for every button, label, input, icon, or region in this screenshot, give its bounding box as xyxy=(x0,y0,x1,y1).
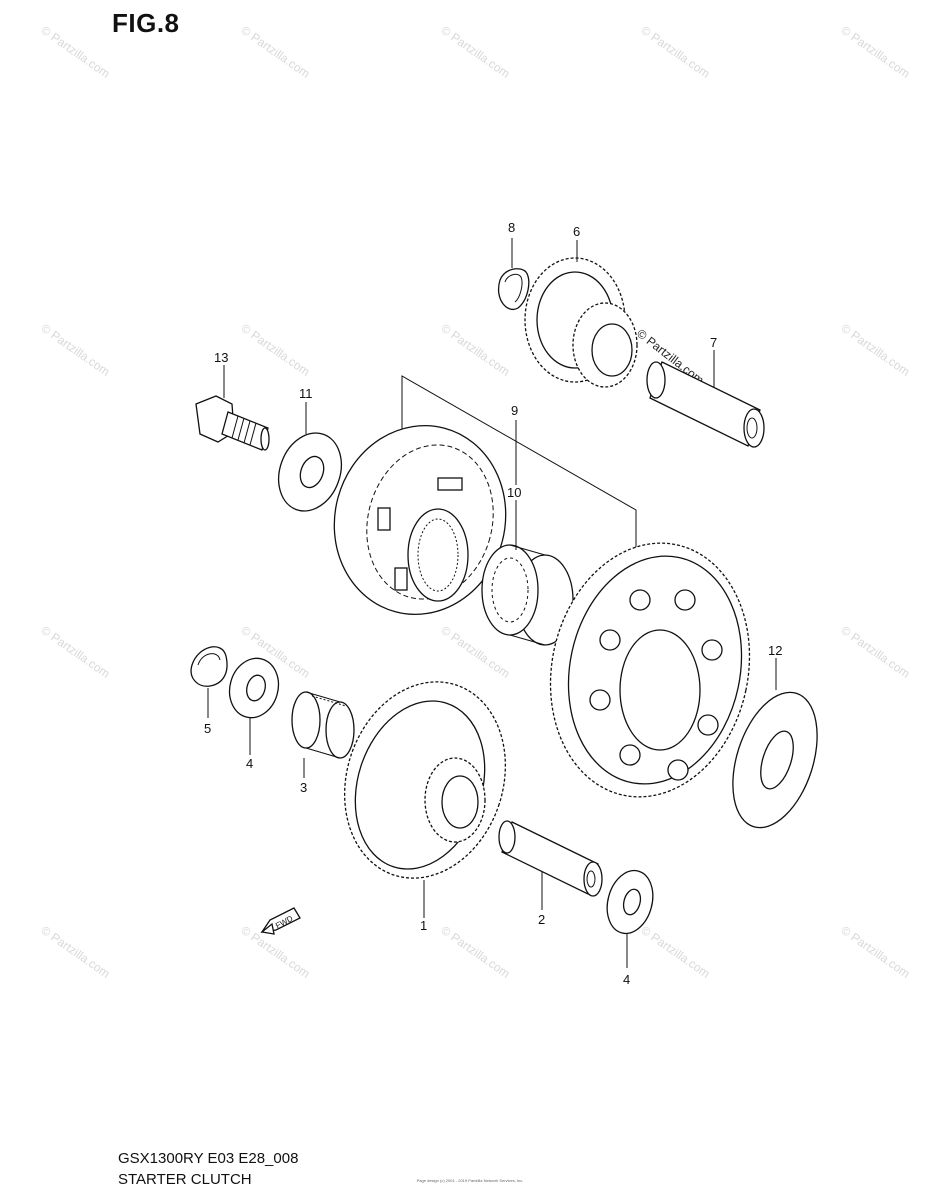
callout-6[interactable]: 6 xyxy=(573,224,580,239)
watermark-text: © Partzilla.com xyxy=(38,623,112,681)
callout-4[interactable]: 4 xyxy=(246,756,253,771)
assembly-bracket-line xyxy=(401,375,637,550)
part-2-shaft xyxy=(498,820,603,897)
part-7-shaft xyxy=(646,361,765,448)
watermark-text: © Partzilla.com xyxy=(38,321,112,379)
part-6-gear xyxy=(524,257,638,388)
watermark-text: © Partzilla.com xyxy=(638,923,712,981)
callout-10[interactable]: 10 xyxy=(507,485,521,500)
figure-title: FIG.8 xyxy=(112,8,180,38)
part-10-needle-bearing xyxy=(481,544,574,646)
part-4-washer xyxy=(606,869,654,935)
watermark-text: © Partzilla.com xyxy=(38,923,112,981)
part-starter-clutch-gear xyxy=(549,542,751,798)
part-13-bolt xyxy=(195,395,270,451)
watermark-text: © Partzilla.com xyxy=(238,23,312,81)
part-8-circlip xyxy=(497,268,530,310)
callout-1[interactable]: 1 xyxy=(420,918,427,933)
part-4-washer xyxy=(228,657,280,719)
callout-labels: 8 6 7 13 11 9 10 12 5 4 3 1 2 4 xyxy=(204,220,782,987)
callout-4[interactable]: 4 xyxy=(623,972,630,987)
part-11-washer xyxy=(278,432,342,512)
fwd-arrow-icon: FWD xyxy=(260,907,301,935)
watermark-text: © Partzilla.com xyxy=(238,321,312,379)
watermark-text: © Partzilla.com xyxy=(838,923,912,981)
watermark-text: © Partzilla.com xyxy=(438,321,512,379)
callout-5[interactable]: 5 xyxy=(204,721,211,736)
part-1-idle-gear xyxy=(343,681,507,879)
leader-lines xyxy=(207,238,777,968)
watermark-text: © Partzilla.com xyxy=(238,923,312,981)
part-12-washer xyxy=(732,691,818,829)
callout-9[interactable]: 9 xyxy=(511,403,518,418)
watermark-text: © Partzilla.com xyxy=(838,623,912,681)
callout-12[interactable]: 12 xyxy=(768,643,782,658)
watermark-text: © Partzilla.com xyxy=(438,923,512,981)
watermark-text: © Partzilla.com xyxy=(838,321,912,379)
part-9-clutch-housing xyxy=(333,424,507,616)
copyright-notice: Page design (c) 2001 - 2019 Partzilla Ne… xyxy=(416,1178,524,1183)
callout-7[interactable]: 7 xyxy=(710,335,717,350)
watermark-text: © Partzilla.com xyxy=(838,23,912,81)
part-5-circlip xyxy=(190,646,228,687)
callout-3[interactable]: 3 xyxy=(300,780,307,795)
callout-11[interactable]: 11 xyxy=(299,386,313,401)
callout-2[interactable]: 2 xyxy=(538,912,545,927)
figure-name: STARTER CLUTCH xyxy=(118,1171,252,1188)
model-code: GSX1300RY E03 E28_008 xyxy=(118,1150,299,1167)
callout-8[interactable]: 8 xyxy=(508,220,515,235)
watermark-text: © Partzilla.com xyxy=(38,23,112,81)
watermark-text: © Partzilla.com xyxy=(438,23,512,81)
part-3-needle-bearing xyxy=(291,691,355,759)
watermark-text: © Partzilla.com xyxy=(638,23,712,81)
callout-13[interactable]: 13 xyxy=(214,350,228,365)
